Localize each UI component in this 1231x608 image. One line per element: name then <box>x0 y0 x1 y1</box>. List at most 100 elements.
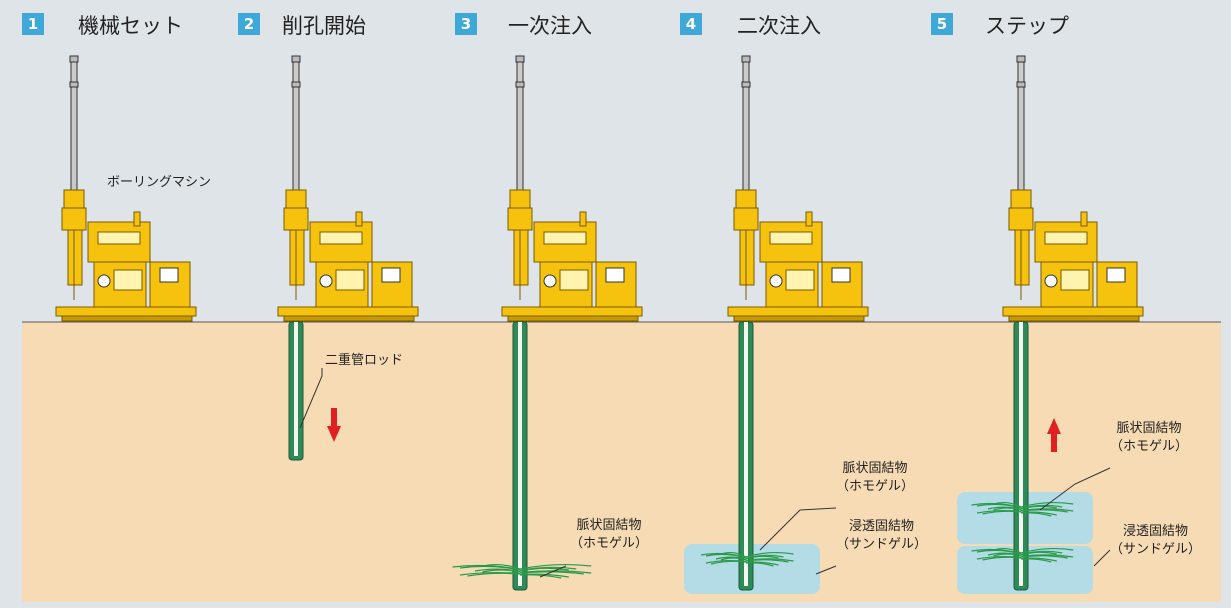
step5-vein-sub: （ホモゲル） <box>1110 439 1189 454</box>
drill-head <box>283 207 309 231</box>
machine-base <box>55 306 197 317</box>
vein-strand <box>993 507 1022 511</box>
mast-cap <box>515 55 525 63</box>
exhaust <box>1080 211 1088 227</box>
arrow-down-2 <box>327 408 341 442</box>
engine-window <box>1044 231 1088 245</box>
pressure-gauge <box>1044 274 1058 288</box>
mast-cap <box>291 55 301 63</box>
pressure-gauge <box>769 274 783 288</box>
boring-machine-5 <box>1002 55 1144 322</box>
meter-display <box>1106 267 1126 283</box>
vein-strand <box>467 572 521 577</box>
step5-vein-label: 脈状固結物 （ホモゲル） <box>1110 420 1188 456</box>
leader-line-52 <box>1093 549 1111 567</box>
step4-perm-name: 浸透固結物 <box>849 519 915 534</box>
vein-strand <box>1020 555 1068 559</box>
leader-line-2 <box>299 368 323 429</box>
meter-display <box>831 267 851 283</box>
pressure-gauge <box>543 274 557 288</box>
machine-base <box>501 306 643 317</box>
vein-strand <box>482 569 521 573</box>
engine-window <box>97 231 141 245</box>
drill-mast <box>1017 86 1025 191</box>
feed-column <box>513 229 529 286</box>
vein-strand <box>720 557 747 561</box>
rod-inner <box>294 322 298 456</box>
feed-column <box>1014 229 1030 286</box>
base-skid <box>733 315 865 322</box>
engine-window <box>319 231 363 245</box>
drill-mast <box>70 86 78 191</box>
vein-strand <box>459 565 521 571</box>
machine-base <box>277 306 419 317</box>
swivel-head <box>1010 189 1032 209</box>
boring-machine-label: ボーリングマシン <box>107 175 212 190</box>
vein-gel-51 <box>971 501 1074 517</box>
mast-cap <box>69 55 79 63</box>
vein-strand <box>745 555 779 560</box>
step-4-badge: 4 <box>680 13 702 35</box>
swivel-head <box>63 189 85 209</box>
drill-head <box>507 207 533 231</box>
step5-perm-name: 浸透固結物 <box>1123 524 1189 539</box>
valve-block <box>785 269 815 291</box>
mast-collar <box>515 81 525 88</box>
vein-strand <box>1020 547 1074 554</box>
double-tube-rod-3 <box>512 321 528 591</box>
mast-collar <box>69 81 79 88</box>
rod-inner <box>744 322 748 586</box>
exhaust <box>579 211 587 227</box>
drill-mast <box>742 86 750 191</box>
pressure-gauge <box>319 274 333 288</box>
vein-gel-52 <box>971 547 1074 563</box>
vein-strand <box>982 556 1022 561</box>
step4-vein-name: 脈状固結物 <box>842 461 908 476</box>
base-skid <box>283 315 415 322</box>
vein-strand <box>993 553 1022 557</box>
drill-mast <box>292 86 300 191</box>
mast-collar <box>1016 81 1026 88</box>
vein-strand <box>1020 551 1057 556</box>
vein-strand <box>705 553 747 559</box>
step-2-badge: 2 <box>238 13 260 35</box>
leader-line-51 <box>1039 467 1111 511</box>
vein-strand <box>976 503 1022 509</box>
vein-strand <box>519 574 562 579</box>
mast-collar <box>741 81 751 88</box>
mast-head <box>1017 61 1025 83</box>
engine-window <box>769 231 813 245</box>
mast-head <box>70 61 78 83</box>
step-3-badge: 3 <box>455 13 477 35</box>
vein-gel-4 <box>700 551 794 567</box>
arrow-head <box>327 426 341 442</box>
exhaust <box>133 211 141 227</box>
double-tube-rod-5 <box>1013 321 1029 591</box>
vein-strand <box>1020 501 1074 508</box>
machine-base <box>727 306 869 317</box>
leader-line-41 <box>759 507 837 551</box>
swivel-head <box>735 189 757 209</box>
step-5-badge: 5 <box>931 13 953 35</box>
swivel-head <box>285 189 307 209</box>
feed-column <box>739 229 755 286</box>
drill-head <box>61 207 87 231</box>
vein-gel-3 <box>452 563 592 579</box>
mast-head <box>516 61 524 83</box>
step-2-title: 削孔開始 <box>282 14 366 38</box>
step3-vein-sub: （ホモゲル） <box>570 536 649 551</box>
step-3-title: 一次注入 <box>508 14 592 38</box>
feed-column <box>289 229 305 286</box>
pressure-gauge <box>97 274 111 288</box>
vein-strand <box>1020 509 1068 513</box>
drill-head <box>1008 207 1034 231</box>
vein-strand <box>1020 505 1057 510</box>
mast-cap <box>1016 55 1026 63</box>
step-1-title: 機械セット <box>78 14 183 38</box>
step4-vein-label: 脈状固結物 （ホモゲル） <box>836 460 914 496</box>
leader-line-3 <box>539 565 567 578</box>
arrow-shaft <box>331 408 337 426</box>
valve-block <box>113 269 143 291</box>
step-4-title: 二次注入 <box>737 14 821 38</box>
valve-block <box>1060 269 1090 291</box>
